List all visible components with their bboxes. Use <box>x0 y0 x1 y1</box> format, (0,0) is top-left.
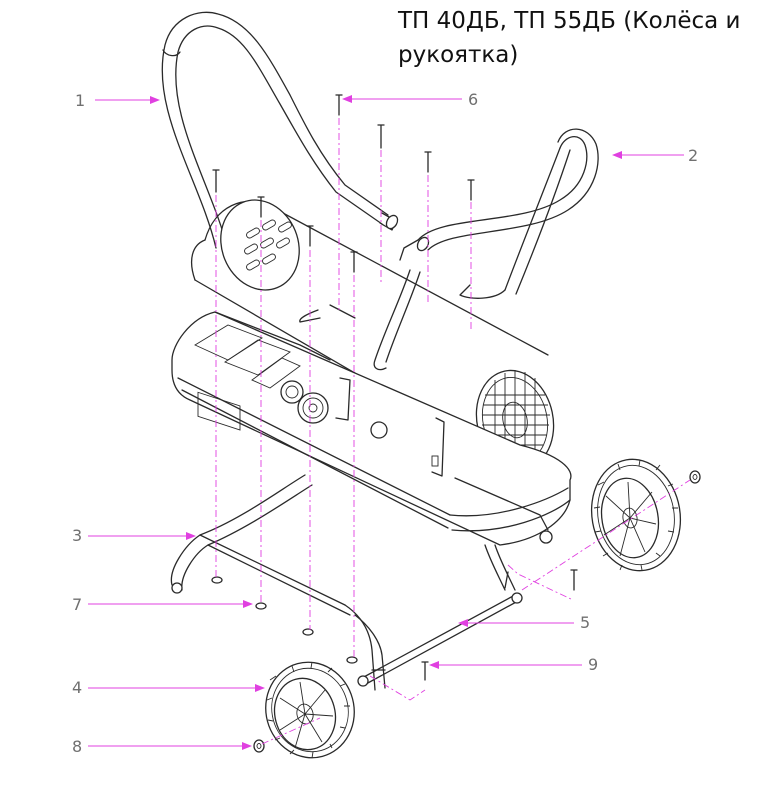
callout-number-4: 4 <box>72 678 82 697</box>
part-2-handle <box>373 128 599 371</box>
callout-6: 6 <box>342 90 478 109</box>
callout-4: 4 <box>72 678 265 697</box>
callout-number-9: 9 <box>588 655 598 674</box>
assembly-lines <box>215 118 691 745</box>
callout-number-3: 3 <box>72 526 82 545</box>
part-1-handle <box>161 11 399 251</box>
page-title: ТП 40ДБ, ТП 55ДБ (Колёса и рукоятка) <box>398 4 778 72</box>
cylinder-vent-slots <box>244 219 292 271</box>
callout-7: 7 <box>72 595 253 614</box>
callout-1: 1 <box>75 91 160 110</box>
callout-number-8: 8 <box>72 737 82 756</box>
part-4-wheel-front <box>265 661 355 759</box>
callout-number-2: 2 <box>688 146 698 165</box>
control-knob <box>297 392 329 424</box>
title-line-2: рукоятка) <box>398 42 519 68</box>
callout-number-6: 6 <box>468 90 478 109</box>
callout-5: 5 <box>458 613 590 632</box>
part-7-nuts <box>211 576 358 664</box>
part-5-axle <box>357 571 523 687</box>
callout-8: 8 <box>72 737 252 756</box>
callout-number-1: 1 <box>75 91 85 110</box>
base-tank <box>171 311 572 546</box>
part-3-stand-frame <box>170 474 516 691</box>
callout-3: 3 <box>72 526 196 545</box>
part-9-pins <box>421 569 578 681</box>
callout-number-7: 7 <box>72 595 82 614</box>
title-line-1: ТП 40ДБ, ТП 55ДБ (Колёса и <box>398 8 741 34</box>
heater-cylinder <box>191 199 555 471</box>
part-6-bolts <box>212 94 475 273</box>
callout-number-5: 5 <box>580 613 590 632</box>
callout-2: 2 <box>612 146 698 165</box>
part-8-washers <box>253 470 701 753</box>
tank-top-panels <box>194 324 301 431</box>
callout-9: 9 <box>429 655 598 674</box>
